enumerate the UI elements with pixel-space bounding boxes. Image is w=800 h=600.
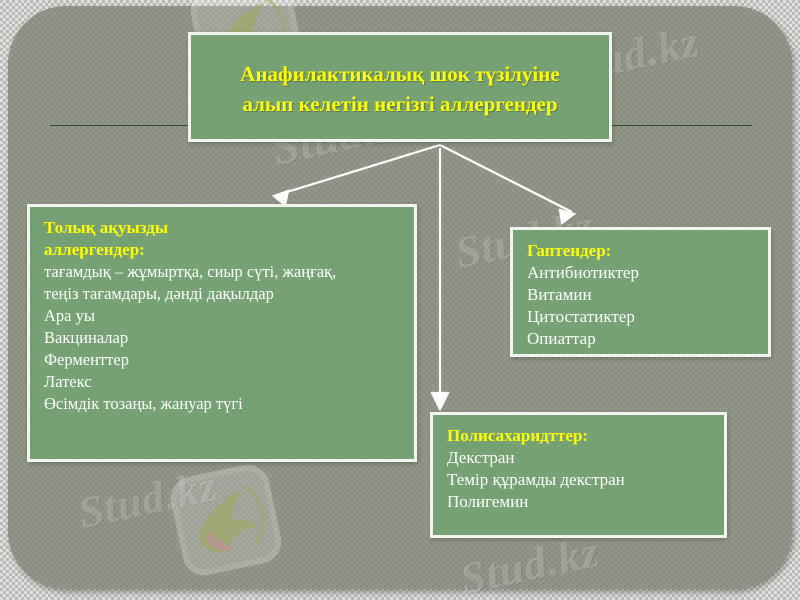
list-item: Опиаттар bbox=[527, 329, 596, 348]
title-text-block: Анафилактикалық шок түзілуіне алып келет… bbox=[191, 35, 609, 119]
box-polysaccharides: Полисахаридттер: Декстран Темір құрамды … bbox=[430, 412, 727, 538]
list-item: теңіз тағамдары, дәнді дақылдар bbox=[44, 284, 274, 303]
box-heading-proteins-line-1: Толық ақуызды bbox=[44, 218, 169, 237]
box-complete-protein-allergens: Толық ақуызды аллергендер: тағамдық – жұ… bbox=[27, 204, 417, 462]
box-content-polysaccharides: Полисахаридттер: Декстран Темір құрамды … bbox=[433, 415, 724, 519]
title-line-2: алып келетін негізгі аллергендер bbox=[242, 92, 558, 116]
list-item: Ферменттер bbox=[44, 350, 129, 369]
box-heading-proteins-line-2: аллергендер: bbox=[44, 240, 145, 259]
box-content-haptens: Гаптендер: Антибиотиктер Витамин Цитоста… bbox=[513, 230, 768, 356]
list-item: Антибиотиктер bbox=[527, 263, 639, 282]
list-item: Темір құрамды декстран bbox=[447, 470, 625, 489]
list-item: Декстран bbox=[447, 448, 515, 467]
list-item: Ара уы bbox=[44, 306, 95, 325]
list-item: Өсімдік тозаңы, жануар түгі bbox=[44, 394, 243, 413]
list-item: Полигемин bbox=[447, 492, 529, 511]
box-haptens: Гаптендер: Антибиотиктер Витамин Цитоста… bbox=[510, 227, 771, 357]
list-item: Вакциналар bbox=[44, 328, 129, 347]
list-item: Латекс bbox=[44, 372, 92, 391]
box-content-proteins: Толық ақуызды аллергендер: тағамдық – жұ… bbox=[30, 207, 414, 421]
title-line-1: Анафилактикалық шок түзілуіне bbox=[240, 62, 560, 86]
box-heading-polysaccharides: Полисахаридттер: bbox=[447, 426, 589, 445]
box-heading-haptens: Гаптендер: bbox=[527, 241, 612, 260]
title-box: Анафилактикалық шок түзілуіне алып келет… bbox=[188, 32, 612, 142]
list-item: тағамдық – жұмыртқа, сиыр сүті, жаңғақ, bbox=[44, 262, 337, 281]
list-item: Витамин bbox=[527, 285, 592, 304]
list-item: Цитостатиктер bbox=[527, 307, 635, 326]
